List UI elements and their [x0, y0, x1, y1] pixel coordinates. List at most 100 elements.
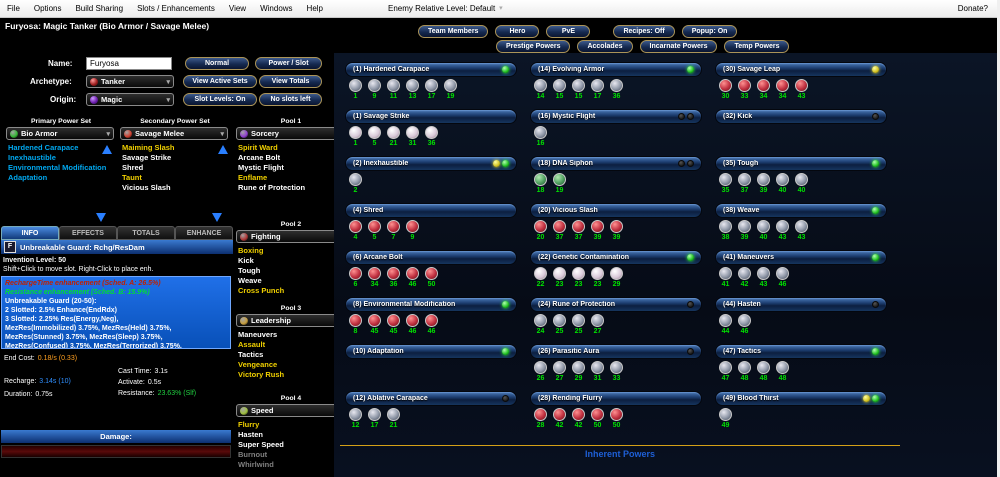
- enhancement-slot[interactable]: 17: [590, 79, 605, 101]
- powerset-dropdown-pool1[interactable]: Sorcery▾: [236, 127, 344, 140]
- enhancement-slot[interactable]: 42: [571, 408, 586, 430]
- enhancement-slot[interactable]: 8: [348, 314, 363, 336]
- power-list-item-tactics[interactable]: Tactics: [238, 350, 264, 359]
- enhancement-slot[interactable]: 44: [718, 314, 733, 336]
- enhancement-slot[interactable]: 47: [718, 361, 733, 383]
- menu-view[interactable]: View: [228, 4, 247, 13]
- header-button-team-members[interactable]: Team Members: [418, 25, 489, 38]
- header-button-temp-powers[interactable]: Temp Powers: [724, 40, 790, 53]
- enhancement-slot[interactable]: 50: [424, 267, 439, 289]
- enhancement-slot[interactable]: 29: [609, 267, 624, 289]
- power-bar[interactable]: (22) Genetic Contamination: [530, 250, 702, 265]
- power-bar[interactable]: (35) Tough: [715, 156, 887, 171]
- power-bar[interactable]: (18) DNA Siphon: [530, 156, 702, 171]
- enhancement-slot[interactable]: 11: [386, 79, 401, 101]
- enhancement-slot[interactable]: 23: [552, 267, 567, 289]
- enhancement-slot[interactable]: 48: [775, 361, 790, 383]
- enhancement-slot[interactable]: 41: [718, 267, 733, 289]
- enhancement-slot[interactable]: 19: [443, 79, 458, 101]
- enhancement-slot[interactable]: 45: [367, 314, 382, 336]
- view-totals-button[interactable]: View Totals: [259, 75, 322, 88]
- power-bar[interactable]: (8) Environmental Modification: [345, 297, 517, 312]
- enhancement-slot[interactable]: 40: [756, 220, 771, 242]
- enhancement-slot[interactable]: 34: [775, 79, 790, 101]
- enhancement-slot[interactable]: 26: [533, 361, 548, 383]
- enhancement-slot[interactable]: 19: [552, 173, 567, 195]
- power-list-item-burnout[interactable]: Burnout: [238, 450, 268, 459]
- header-button-incarnate-powers[interactable]: Incarnate Powers: [639, 40, 718, 53]
- enhancement-slot[interactable]: 12: [348, 408, 363, 430]
- header-button-prestige-powers[interactable]: Prestige Powers: [496, 40, 571, 53]
- enhancement-slot[interactable]: 46: [775, 267, 790, 289]
- power-bar[interactable]: (6) Arcane Bolt: [345, 250, 517, 265]
- power-bar[interactable]: (4) Shred: [345, 203, 517, 218]
- enhancement-slot[interactable]: 39: [737, 220, 752, 242]
- enhancement-slot[interactable]: 36: [386, 267, 401, 289]
- enhancement-slot[interactable]: 30: [718, 79, 733, 101]
- enhancement-slot[interactable]: 31: [405, 126, 420, 148]
- enhancement-slot[interactable]: 45: [386, 314, 401, 336]
- power-list-item-enflame[interactable]: Enflame: [238, 173, 268, 182]
- power-list-item-maneuvers[interactable]: Maneuvers: [238, 330, 278, 339]
- power-list-item-tough[interactable]: Tough: [238, 266, 261, 275]
- enhancement-slot[interactable]: 46: [405, 267, 420, 289]
- enhancement-slot[interactable]: 1: [348, 79, 363, 101]
- menu-slots-enhancements[interactable]: Slots / Enhancements: [137, 4, 215, 13]
- power-list-item-victory-rush[interactable]: Victory Rush: [238, 370, 285, 379]
- scroll-down-icon[interactable]: [96, 213, 106, 222]
- power-bar[interactable]: (1) Hardened Carapace: [345, 62, 517, 77]
- power-list-item-taunt[interactable]: Taunt: [122, 173, 142, 182]
- enhancement-slot[interactable]: 14: [533, 79, 548, 101]
- power-bar[interactable]: (16) Mystic Flight: [530, 109, 702, 124]
- enhancement-slot[interactable]: 5: [367, 126, 382, 148]
- enhancement-slot[interactable]: 28: [533, 408, 548, 430]
- enhancement-slot[interactable]: 46: [424, 314, 439, 336]
- enhancement-slot[interactable]: 37: [737, 173, 752, 195]
- power-list-item-boxing[interactable]: Boxing: [238, 246, 264, 255]
- power-list-item-flurry[interactable]: Flurry: [238, 420, 260, 429]
- enhancement-slot[interactable]: 46: [405, 314, 420, 336]
- scroll-up-icon[interactable]: [218, 145, 228, 154]
- menu-windows[interactable]: Windows: [260, 4, 293, 13]
- header-button-hero[interactable]: Hero: [495, 25, 540, 38]
- power-bar[interactable]: (1) Savage Strike: [345, 109, 517, 124]
- power-bar[interactable]: (14) Evolving Armor: [530, 62, 702, 77]
- enhancement-slot[interactable]: 31: [590, 361, 605, 383]
- enhancement-slot[interactable]: 6: [348, 267, 363, 289]
- power-bar[interactable]: (10) Adaptation: [345, 344, 517, 359]
- power-list-item-savage-strike[interactable]: Savage Strike: [122, 153, 172, 162]
- enhancement-slot[interactable]: 17: [367, 408, 382, 430]
- enhancement-slot[interactable]: 23: [590, 267, 605, 289]
- power-bar[interactable]: (20) Vicious Slash: [530, 203, 702, 218]
- enhancement-slot[interactable]: 48: [756, 361, 771, 383]
- enhancement-slot[interactable]: 33: [737, 79, 752, 101]
- enhancement-slot[interactable]: 25: [571, 314, 586, 336]
- archetype-dropdown[interactable]: Tanker ▾: [86, 75, 174, 88]
- menu-file[interactable]: File: [7, 4, 20, 13]
- power-bar[interactable]: (47) Tactics: [715, 344, 887, 359]
- power-bar[interactable]: (28) Rending Flurry: [530, 391, 702, 406]
- enhancement-slot[interactable]: 39: [756, 173, 771, 195]
- power-list-item-adaptation[interactable]: Adaptation: [8, 173, 48, 182]
- enhancement-slot[interactable]: 18: [533, 173, 548, 195]
- power-list-item-maiming-slash[interactable]: Maiming Slash: [122, 143, 175, 152]
- enhancement-slot[interactable]: 39: [609, 220, 624, 242]
- enhancement-slot[interactable]: 50: [609, 408, 624, 430]
- power-bar[interactable]: (30) Savage Leap: [715, 62, 887, 77]
- tab-enhance[interactable]: ENHANCE: [175, 226, 233, 240]
- enhancement-slot[interactable]: 22: [533, 267, 548, 289]
- enhancement-slot[interactable]: 7: [386, 220, 401, 242]
- tab-info[interactable]: INFO: [1, 226, 59, 240]
- header-button-recipes-off[interactable]: Recipes: Off: [613, 25, 675, 38]
- enhancement-slot[interactable]: 43: [794, 79, 809, 101]
- enhancement-slot[interactable]: 36: [424, 126, 439, 148]
- power-list-item-assault[interactable]: Assault: [238, 340, 266, 349]
- enemy-relative-level-dropdown[interactable]: Enemy Relative Level: Default ▾: [388, 0, 503, 17]
- power-bar[interactable]: (12) Ablative Carapace: [345, 391, 517, 406]
- power-list-item-mystic-flight[interactable]: Mystic Flight: [238, 163, 284, 172]
- name-input[interactable]: [86, 57, 172, 70]
- enhancement-slot[interactable]: 16: [533, 126, 548, 148]
- power-bar[interactable]: (26) Parasitic Aura: [530, 344, 702, 359]
- enhancement-slot[interactable]: 39: [590, 220, 605, 242]
- enhancement-slot[interactable]: 9: [367, 79, 382, 101]
